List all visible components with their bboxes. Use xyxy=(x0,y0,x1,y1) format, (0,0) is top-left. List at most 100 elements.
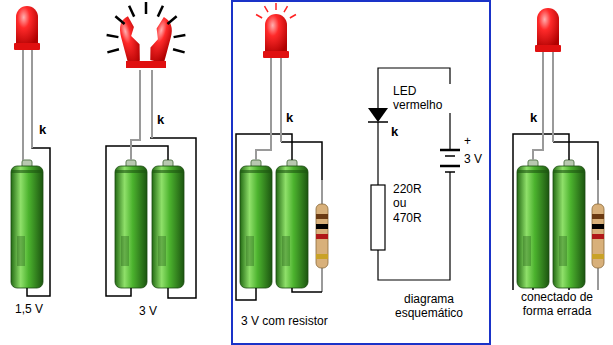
battery-symbol-plate xyxy=(440,165,460,168)
led-body xyxy=(16,6,38,44)
battery-band xyxy=(152,170,184,173)
led-flange xyxy=(14,43,40,50)
explosion-ray xyxy=(145,2,148,14)
led-lead xyxy=(131,70,140,160)
battery-band xyxy=(517,170,549,173)
led-shard xyxy=(116,15,143,64)
battery-symbol-plate xyxy=(440,149,460,152)
explosion-ray xyxy=(107,49,119,52)
battery-band xyxy=(121,236,129,266)
led-lead xyxy=(22,50,24,160)
battery-band xyxy=(246,236,254,266)
schematic-caption: diagrama esquemático xyxy=(386,292,472,321)
led-body xyxy=(265,14,287,52)
led-flange xyxy=(263,51,289,58)
explosion-ray xyxy=(107,35,119,37)
explosion-ray xyxy=(167,16,176,24)
resistor-band xyxy=(316,214,328,219)
battery-band xyxy=(115,170,147,173)
wire xyxy=(236,134,292,300)
wire xyxy=(281,142,322,180)
resistor-symbol xyxy=(371,185,385,250)
wire xyxy=(513,134,569,296)
battery-band xyxy=(276,170,308,173)
battery-band xyxy=(282,236,290,266)
voltage-caption: 1,5 V xyxy=(14,302,44,316)
led-lead xyxy=(280,58,282,142)
resistor-band xyxy=(592,214,604,219)
battery-band xyxy=(240,170,272,173)
resistor-band xyxy=(316,254,328,259)
battery-body xyxy=(553,166,585,288)
wire xyxy=(378,172,450,280)
battery-symbol-plate xyxy=(445,171,455,173)
explosion-ray xyxy=(115,16,124,24)
voltage-label: 3 V xyxy=(463,152,483,166)
battery-band xyxy=(559,236,567,266)
glow-ray xyxy=(256,15,262,19)
led-lead xyxy=(552,52,554,142)
battery-band xyxy=(523,236,531,266)
cathode-label: k xyxy=(390,124,399,140)
led-lead xyxy=(256,58,271,160)
led-symbol-bar xyxy=(368,121,388,123)
glow-ray xyxy=(290,15,296,19)
resistor-body xyxy=(316,204,328,268)
resistor-body xyxy=(592,204,604,268)
led-shard xyxy=(147,16,175,64)
voltage-caption: 3 V xyxy=(138,304,158,318)
glow-ray xyxy=(275,3,277,10)
component-label: LED vermelho xyxy=(392,84,452,113)
battery-body xyxy=(517,166,549,288)
battery-body xyxy=(11,166,43,288)
battery-symbol-plate xyxy=(445,155,455,157)
schematic xyxy=(368,68,460,280)
battery-body xyxy=(276,166,308,288)
battery-body xyxy=(240,166,272,288)
explosion-ray xyxy=(174,35,186,37)
wire xyxy=(27,50,50,296)
resistor-band xyxy=(592,224,604,229)
panel-3v-resistor xyxy=(236,3,328,300)
highlight-frame xyxy=(232,1,490,344)
cathode-label: k xyxy=(529,110,538,126)
resistor-value: 220R ou 470R xyxy=(392,182,430,225)
panel-3v xyxy=(106,2,196,298)
resistor-band xyxy=(316,234,328,239)
panel-wrong xyxy=(513,8,604,296)
battery-band xyxy=(11,170,43,173)
cathode-label: k xyxy=(285,110,294,126)
glow-ray xyxy=(284,6,288,12)
led-lead xyxy=(151,70,153,138)
led-flange xyxy=(535,45,561,52)
battery-band xyxy=(553,170,585,173)
panel-caption: 3 V com resistor xyxy=(240,314,329,328)
led-symbol xyxy=(368,108,388,122)
led-lead xyxy=(31,50,33,148)
resistor-band xyxy=(592,234,604,239)
battery-body xyxy=(115,166,147,288)
panel-1-5v xyxy=(11,6,50,296)
battery-band xyxy=(17,236,25,266)
led-lead xyxy=(533,52,543,160)
battery-band xyxy=(158,236,166,266)
resistor-band xyxy=(592,254,604,259)
explosion-ray xyxy=(129,6,134,17)
cathode-label: k xyxy=(156,112,165,128)
glow-ray xyxy=(265,6,269,12)
polarity-label: + xyxy=(463,134,472,148)
wire xyxy=(377,122,378,185)
explosion-ray xyxy=(173,49,185,52)
panel-caption: conectado de forma errada xyxy=(510,290,604,319)
battery-body xyxy=(152,166,184,288)
cathode-label: k xyxy=(38,122,47,138)
wire xyxy=(553,142,598,180)
resistor-band xyxy=(316,224,328,229)
led-body xyxy=(537,8,559,46)
led-flange xyxy=(126,61,166,68)
wire xyxy=(292,288,322,292)
explosion-ray xyxy=(158,6,163,17)
wire xyxy=(150,138,196,298)
wire xyxy=(106,146,168,296)
